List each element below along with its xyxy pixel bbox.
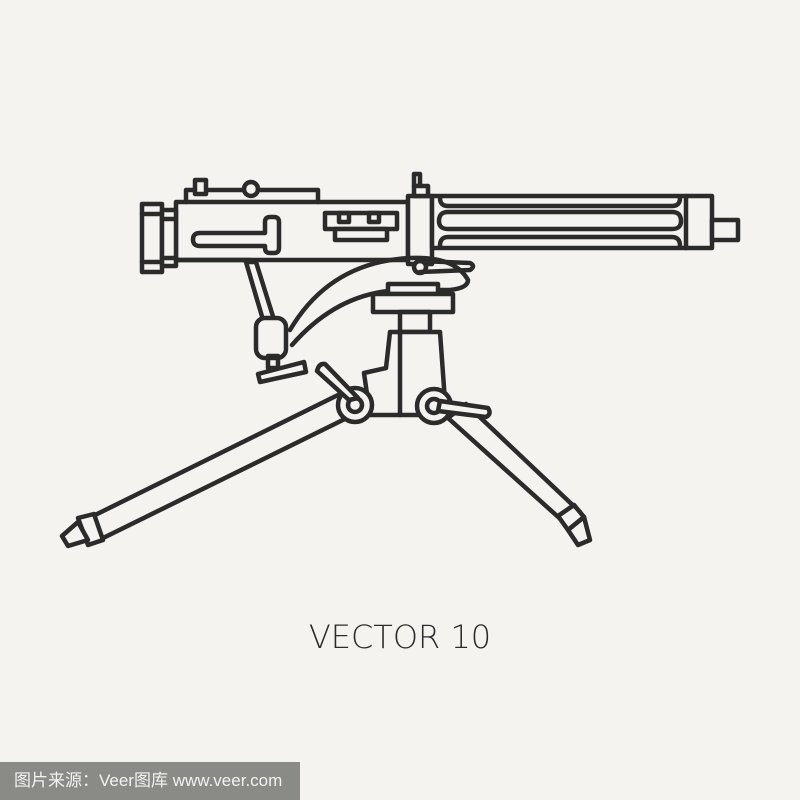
- receiver: [139, 177, 411, 275]
- caption-text: VECTOR 10: [308, 618, 492, 656]
- elevation-strut: [243, 259, 309, 385]
- tripod-legs: [59, 361, 593, 549]
- footer-strip: [300, 762, 800, 800]
- mount-arm: [287, 255, 476, 348]
- watermark-label: 图片来源：Veer图库 www.veer.com: [0, 762, 300, 800]
- barrel-jacket: [405, 171, 741, 267]
